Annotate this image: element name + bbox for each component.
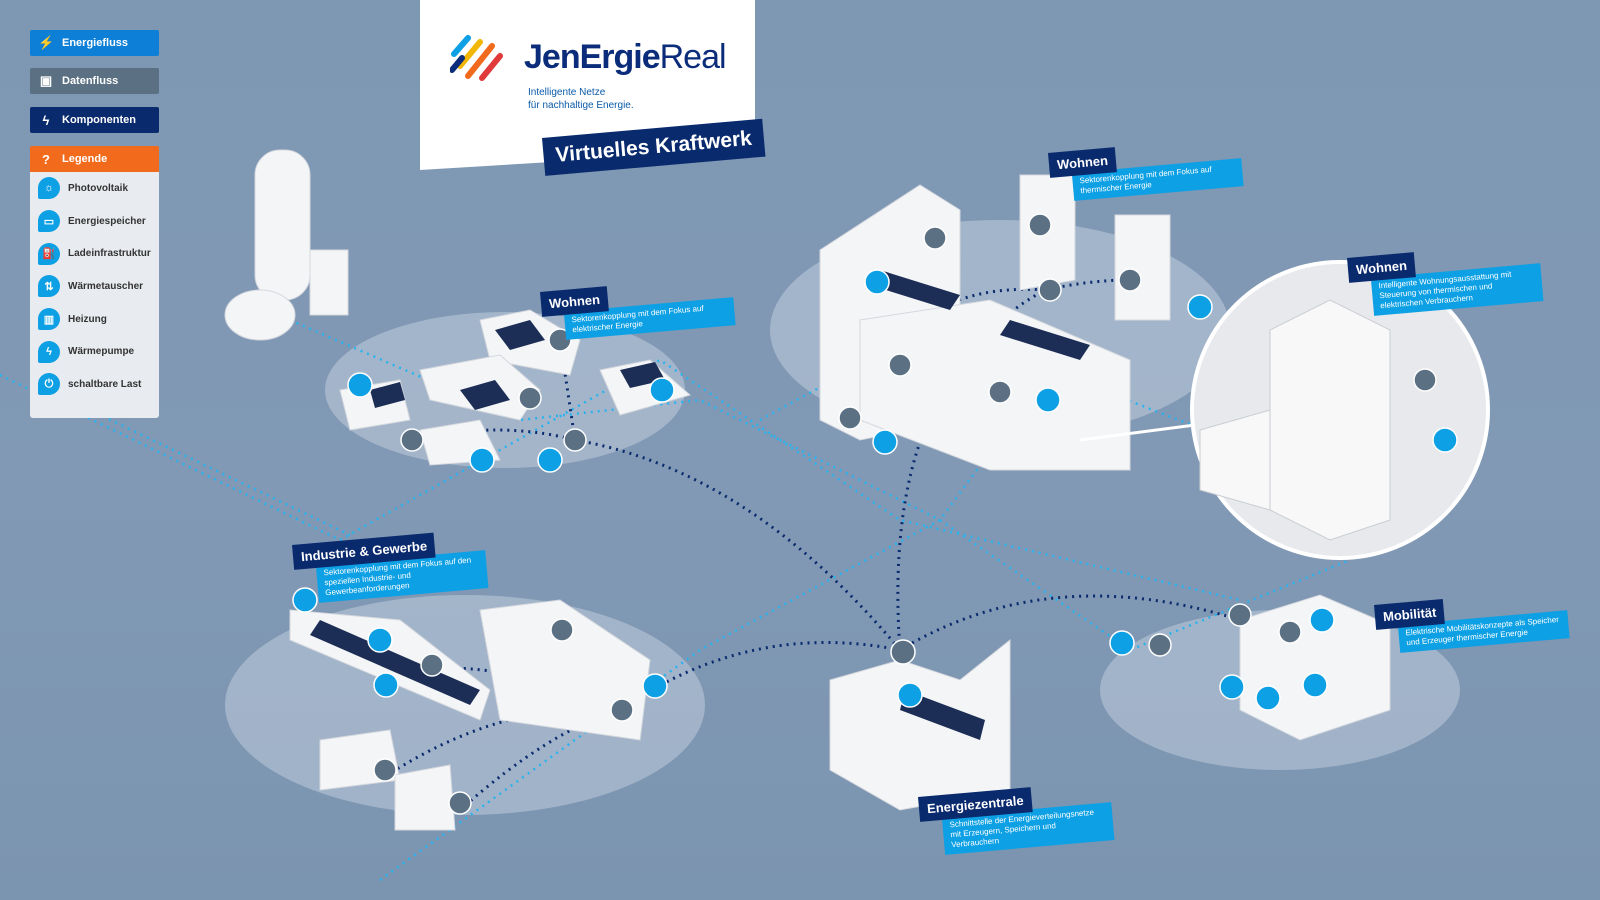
energiefluss-button[interactable]: ⚡Energiefluss (30, 30, 159, 56)
chip-icon: ▣ (39, 73, 53, 88)
logo-mark-icon (450, 35, 503, 81)
legend-photovoltaik: ☼Photovoltaik (30, 172, 159, 205)
fridge-interior (1199, 299, 1391, 541)
legend-heizung: ▥Heizung (30, 303, 159, 336)
zoom-connector (1079, 423, 1196, 442)
radiator-icon: ▥ (38, 308, 60, 331)
power-icon: ⏻ (38, 373, 60, 396)
power-bolt-icon: ϟ (42, 112, 50, 128)
heat-exchanger-icon: ⇅ (38, 275, 60, 298)
battery-icon: ▭ (38, 210, 60, 233)
lightning-icon: ⚡ (38, 35, 55, 50)
heat-pump-icon: ϟ (38, 340, 60, 363)
component-markers (292, 213, 1458, 815)
datenfluss-button[interactable]: ▣Datenfluss (30, 68, 159, 94)
help-icon: ? (42, 151, 50, 167)
legend-panel: ☼Photovoltaik ▭Energiespeicher ⛽Ladeinfr… (30, 172, 159, 418)
legend-energiespeicher: ▭Energiespeicher (30, 205, 159, 238)
legende-button[interactable]: ?Legende (30, 146, 159, 172)
solar-panel-icon: ☼ (38, 177, 60, 200)
legend-schaltbare-last: ⏻schaltbare Last (30, 368, 159, 401)
legend-waermetauscher: ⇅Wärmetauscher (30, 270, 159, 303)
legend-ladeinfrastruktur: ⛽Ladeinfrastruktur (30, 237, 159, 270)
solar-panels (310, 270, 1090, 740)
charging-station-icon: ⛽ (38, 242, 60, 265)
logo-name: JenErgieReal (524, 38, 727, 76)
